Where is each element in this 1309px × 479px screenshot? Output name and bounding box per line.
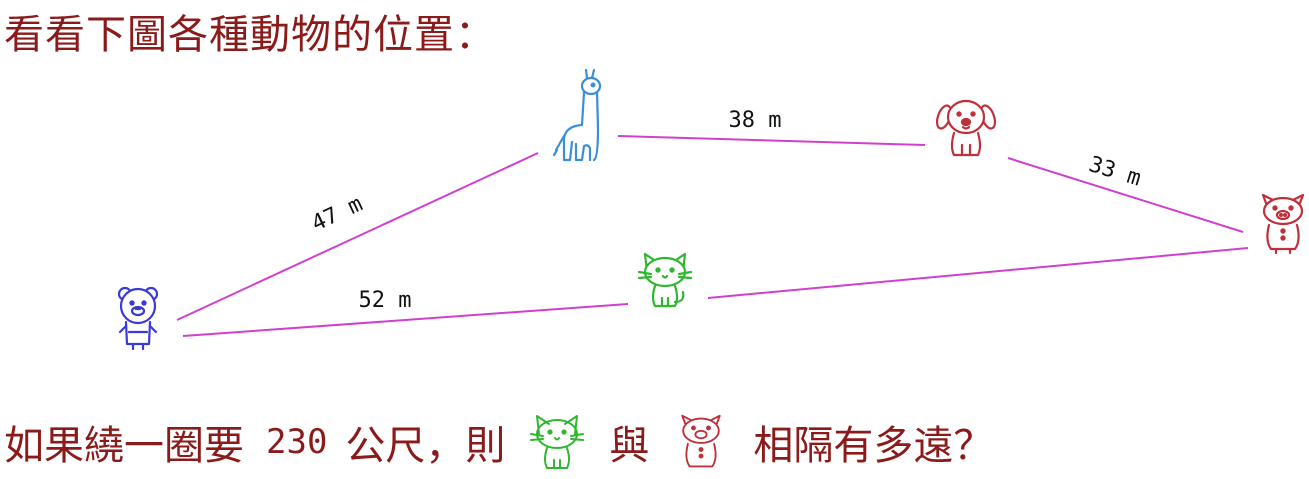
- question-part2: 公尺，則: [345, 423, 506, 469]
- animal-distance-diagram: 47 m 38 m 33 m 52 m: [117, 68, 1305, 351]
- distance-bear-giraffe: 47 m: [308, 192, 367, 237]
- question-part1: 如果繞一圈要: [4, 423, 244, 469]
- path-bear-giraffe: [176, 152, 539, 321]
- question-part4: 相隔有多遠？: [753, 423, 994, 469]
- path-dog-pig: [1007, 157, 1244, 233]
- question-line: 如果繞一圈要 230 公尺，則 與 相隔有多遠？: [4, 412, 993, 472]
- question-part3: 與: [609, 423, 650, 469]
- path-giraffe-dog: [617, 135, 926, 146]
- distance-giraffe-dog: 38 m: [729, 108, 782, 133]
- giraffe-icon: [552, 68, 602, 162]
- bear-icon: [117, 286, 159, 351]
- dog-icon: [935, 99, 997, 157]
- pig-icon: [671, 412, 731, 472]
- page-title: 看看下圖各種動物的位置：: [4, 12, 496, 58]
- cat-icon: [527, 412, 587, 472]
- path-cat-bear: [182, 303, 629, 337]
- pig-icon: [1261, 193, 1305, 255]
- distance-bear-cat: 52 m: [359, 288, 412, 313]
- path-pig-cat: [707, 247, 1249, 299]
- question-total: 230: [266, 422, 328, 462]
- cat-icon: [637, 252, 693, 308]
